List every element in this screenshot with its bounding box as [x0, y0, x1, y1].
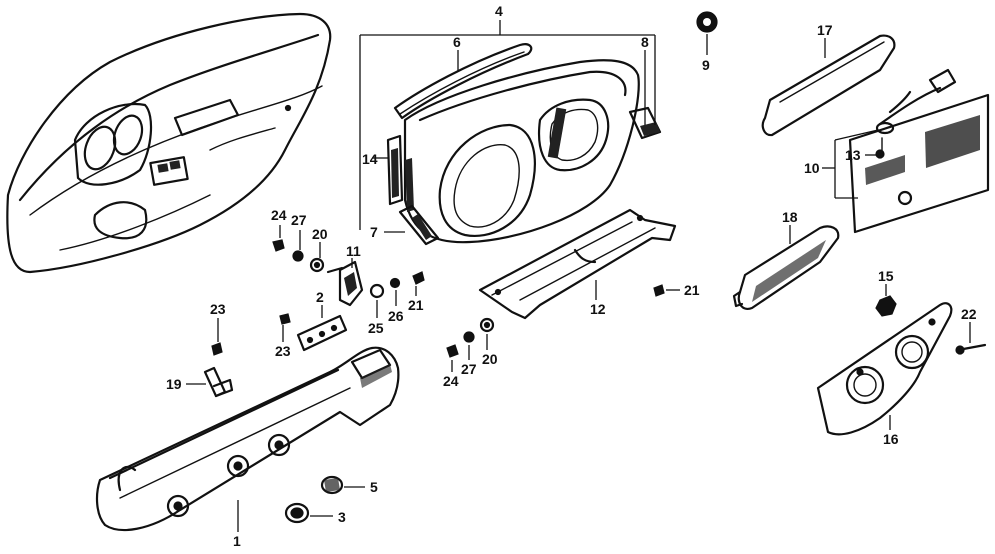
callout-24-upper: 24	[271, 207, 287, 223]
callout-1: 1	[233, 533, 241, 549]
part-19-bracket	[186, 366, 234, 398]
callout-15: 15	[878, 268, 894, 284]
callout-27-lower: 27	[461, 361, 477, 377]
fastener-set-lower	[446, 317, 495, 372]
callout-23-upper: 23	[210, 301, 226, 317]
callout-22: 22	[961, 306, 977, 322]
callout-7: 7	[370, 224, 378, 240]
callout-14: 14	[362, 151, 378, 167]
part-17-lens	[761, 34, 896, 137]
callout-20-lower: 20	[482, 351, 498, 367]
callout-6: 6	[453, 34, 461, 50]
callout-10: 10	[804, 160, 820, 176]
callout-26: 26	[388, 308, 404, 324]
callout-24-lower: 24	[443, 373, 459, 389]
callout-21-upper: 21	[408, 297, 424, 313]
callout-2: 2	[316, 289, 324, 305]
callout-20-upper: 20	[312, 226, 328, 242]
part-10-panel	[822, 68, 990, 234]
callout-27-upper: 27	[291, 212, 307, 228]
part-18-lens	[732, 225, 840, 310]
callout-21-right: 21	[684, 282, 700, 298]
callout-12: 12	[590, 301, 606, 317]
callout-labels: 1 2 3 4 5 6 7 8 9 10 11 12 13 14 15 16 1…	[166, 3, 977, 549]
part-16-bezel	[816, 302, 953, 436]
callout-19: 19	[166, 376, 182, 392]
dashboard-assembly	[6, 12, 332, 274]
fastener-set-mid	[272, 225, 325, 273]
part-15-nut	[875, 284, 897, 317]
callout-11: 11	[346, 243, 361, 259]
fastener-set-upper	[369, 271, 425, 318]
part-21-clip-right	[653, 284, 680, 297]
part-12-bracket	[478, 208, 677, 320]
part-22-screw	[955, 322, 987, 355]
callout-13: 13	[845, 147, 861, 163]
callout-8: 8	[641, 34, 649, 50]
callout-5: 5	[370, 479, 378, 495]
part-5-knob	[320, 475, 365, 495]
callout-23-lower: 23	[275, 343, 291, 359]
part-23-clips	[211, 313, 291, 356]
part-2-plate	[296, 305, 348, 352]
part-9-knob	[696, 11, 718, 55]
part-3-knob	[284, 502, 333, 524]
callout-3: 3	[338, 509, 346, 525]
callout-9: 9	[702, 57, 710, 73]
callout-4: 4	[495, 3, 503, 19]
callout-25: 25	[368, 320, 384, 336]
callout-18: 18	[782, 209, 798, 225]
meter-housing	[386, 43, 662, 246]
callout-16: 16	[883, 431, 899, 447]
callout-17: 17	[817, 22, 833, 38]
housing-leader-lines	[359, 20, 656, 233]
part-1-lower-panel	[95, 346, 400, 532]
part-11-switch	[326, 258, 364, 307]
